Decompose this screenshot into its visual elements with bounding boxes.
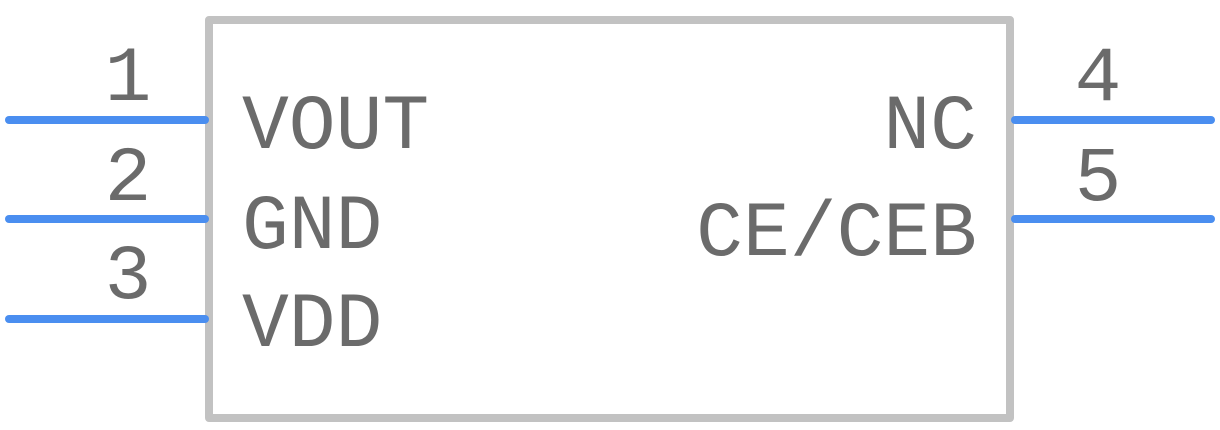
pin-5-name: CE/CEB — [696, 191, 977, 279]
pin-1-name: VOUT — [242, 84, 429, 172]
pin-2-number: 2 — [105, 136, 152, 224]
pin-3-number: 3 — [105, 234, 152, 322]
pin-2-name: GND — [242, 184, 382, 272]
pin-3-name: VDD — [242, 282, 382, 370]
pin-4-number: 4 — [1075, 36, 1122, 124]
pin-4-name: NC — [883, 84, 977, 172]
pin-5-number: 5 — [1075, 136, 1122, 224]
component-body — [205, 16, 1014, 422]
pin-1-number: 1 — [105, 36, 152, 124]
